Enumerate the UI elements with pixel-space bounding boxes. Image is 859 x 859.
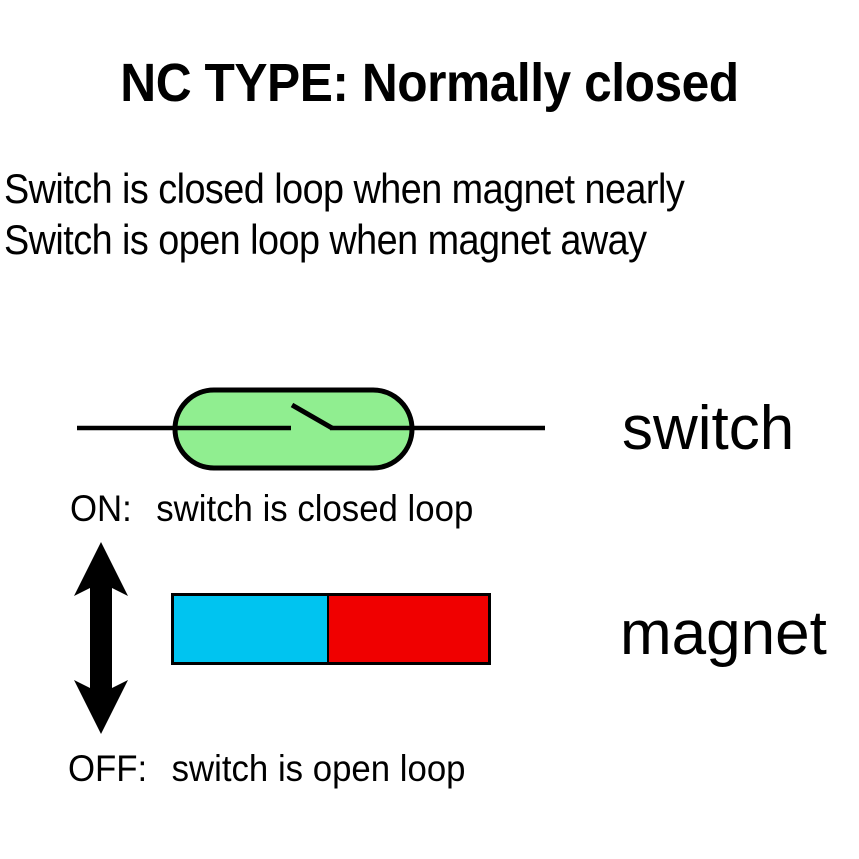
description-line-1: Switch is closed loop when magnet nearly [4,165,685,212]
magnet-pole-north [174,596,327,662]
description-block: Switch is closed loop when magnet nearly… [4,163,859,265]
double-arrow-vertical-icon [74,542,128,734]
switch-symbol-group [60,378,560,483]
state-row-off: OFF: switch is open loop [68,747,466,791]
switch-blade-line [290,402,334,431]
state-on-key: ON: [70,488,132,529]
double-arrow-shape [74,542,128,734]
magnet-bar [171,593,491,665]
state-on-text: switch is closed loop [156,488,474,529]
description-line-2: Switch is open loop when magnet away [4,216,647,263]
page-title: NC TYPE: Normally closed [120,53,739,113]
motion-arrow-group [68,540,134,736]
magnet-pole-south [326,596,488,662]
switch-label: switch [622,394,795,463]
magnet-label: magnet [620,599,827,668]
state-off-text: switch is open loop [171,748,466,789]
state-row-on: ON: switch is closed loop [70,487,473,531]
reed-switch-icon [77,387,545,471]
state-off-key: OFF: [68,748,148,789]
